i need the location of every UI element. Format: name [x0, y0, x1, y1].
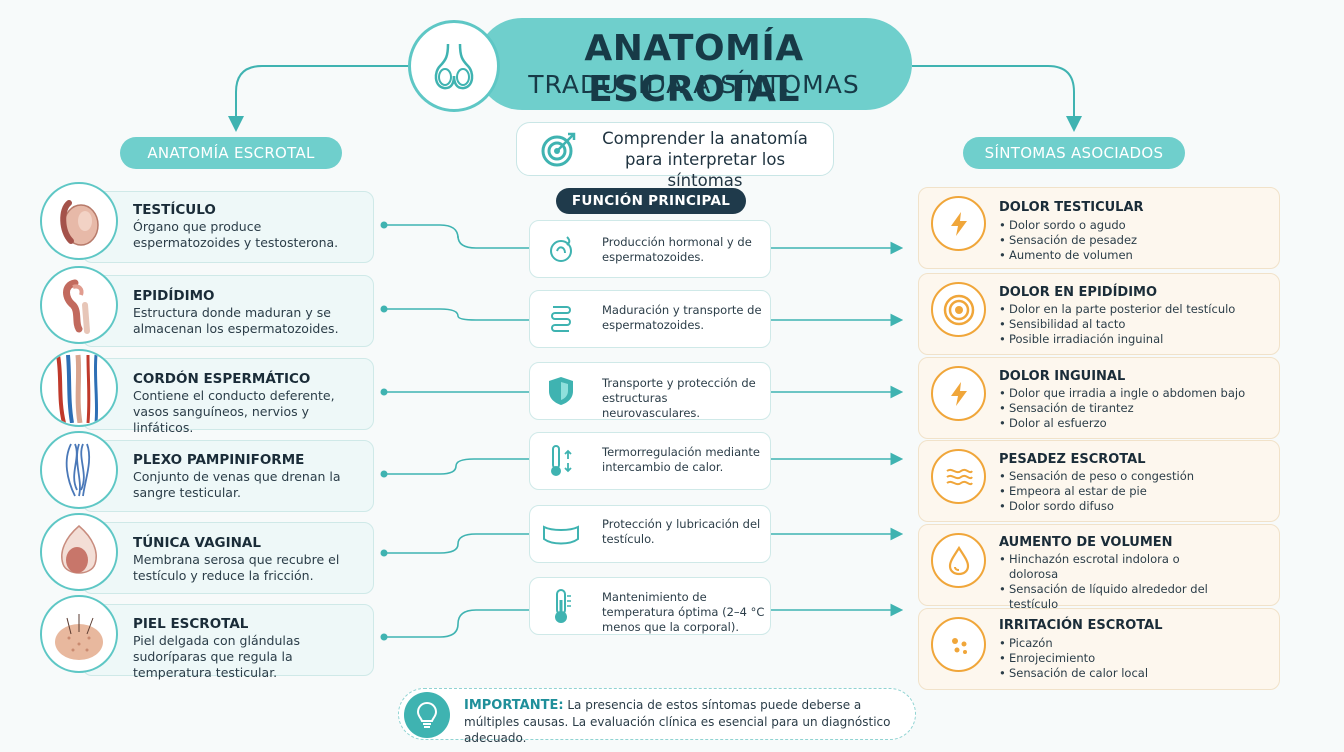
function-card — [529, 505, 771, 563]
function-text: Transporte y protección de estructuras n… — [602, 376, 756, 420]
tunica-vaginalis-illustration-icon — [40, 513, 118, 591]
symptom-item: Dolor sordo o agudo — [999, 218, 1274, 233]
anatomy-card — [82, 604, 374, 676]
spermatic-cord-illustration-icon — [40, 349, 118, 427]
symptom-item: Posible irradiación inguinal — [999, 332, 1274, 347]
symptom-list: Hinchazón escrotal indolora o dolorosa S… — [999, 552, 1229, 612]
symptom-item: Hinchazón escrotal indolora o dolorosa — [999, 552, 1229, 582]
epididymis-illustration-icon — [40, 266, 118, 344]
lightning-icon — [931, 196, 986, 251]
anatomy-description: Órgano que produce espermatozoides y tes… — [133, 219, 339, 250]
symptom-item: Picazón — [999, 636, 1274, 651]
symptom-item: Sensación de calor local — [999, 666, 1274, 681]
function-card — [529, 220, 771, 278]
symptom-title: PESADEZ ESCROTAL — [999, 452, 1146, 467]
important-note-body: La presencia de estos síntomas puede deb… — [464, 698, 891, 745]
anatomy-description: Membrana serosa que recubre el testículo… — [133, 552, 340, 583]
symptom-title: IRRITACIÓN ESCROTAL — [999, 618, 1163, 633]
symptom-item: Empeora al estar de pie — [999, 484, 1274, 499]
anatomy-card — [82, 522, 374, 594]
anatomy-card — [82, 358, 374, 430]
symptom-item: Sensación de líquido alrededor del testí… — [999, 582, 1229, 612]
important-note-label: IMPORTANTE: — [464, 698, 564, 713]
anatomy-description: Contiene el conducto deferente, vasos sa… — [133, 388, 335, 435]
anatomy-title: TESTÍCULO — [133, 202, 216, 218]
symptom-title: DOLOR TESTICULAR — [999, 200, 1144, 215]
page-subtitle: TRADUCIDA A SÍNTOMAS — [528, 70, 860, 99]
anatomy-title: EPIDÍDIMO — [133, 288, 215, 304]
thermometer-icon — [541, 586, 581, 626]
function-text: Producción hormonal y de espermatozoides… — [602, 235, 752, 264]
symptom-item: Enrojecimiento — [999, 651, 1274, 666]
right-section-label: SÍNTOMAS ASOCIADOS — [963, 137, 1185, 169]
symptom-item: Aumento de volumen — [999, 248, 1274, 263]
hormone-production-icon — [541, 229, 581, 269]
droplet-icon — [931, 533, 986, 588]
anatomy-description: Piel delgada con glándulas sudoríparas q… — [133, 633, 301, 680]
symptom-title: DOLOR EN EPIDÍDIMO — [999, 285, 1158, 300]
lightning-icon — [931, 366, 986, 421]
thermometer-exchange-icon — [541, 441, 581, 481]
important-note — [398, 688, 916, 740]
symptom-item: Dolor sordo difuso — [999, 499, 1274, 514]
function-text: Termorregulación mediante intercambio de… — [602, 445, 761, 474]
anatomy-description: Estructura donde maduran y se almacenan … — [133, 305, 339, 336]
symptom-list: Dolor sordo o agudo Sensación de pesadez… — [999, 218, 1274, 263]
middle-section-label: FUNCIÓN PRINCIPAL — [556, 188, 746, 214]
anatomy-card — [82, 440, 374, 512]
anatomy-logo-icon — [408, 20, 500, 112]
symptom-item: Dolor que irradia a ingle o abdomen bajo — [999, 386, 1274, 401]
symptom-title: AUMENTO DE VOLUMEN — [999, 535, 1173, 550]
scrotal-skin-illustration-icon — [40, 595, 118, 673]
important-note-text: IMPORTANTE: La presencia de estos síntom… — [464, 697, 908, 746]
dots-icon — [931, 617, 986, 672]
function-text: Protección y lubricación del testículo. — [602, 517, 761, 546]
symptom-list: Dolor en la parte posterior del testícul… — [999, 302, 1274, 347]
center-caption: Comprender la anatomía para interpretar … — [602, 129, 808, 190]
symptom-list: Dolor que irradia a ingle o abdomen bajo… — [999, 386, 1274, 431]
symptom-item: Sensación de pesadez — [999, 233, 1274, 248]
title-banner — [476, 18, 912, 110]
symptom-item: Dolor al esfuerzo — [999, 416, 1274, 431]
target-arrow-icon — [540, 130, 578, 168]
shield-icon — [541, 371, 581, 411]
symptom-item: Dolor en la parte posterior del testícul… — [999, 302, 1274, 317]
symptom-item: Sensación de tirantez — [999, 401, 1274, 416]
anatomy-title: CORDÓN ESPERMÁTICO — [133, 371, 311, 387]
venous-plexus-illustration-icon — [40, 431, 118, 509]
anatomy-card — [82, 275, 374, 347]
center-caption-box — [516, 122, 834, 176]
symptom-item: Sensibilidad al tacto — [999, 317, 1274, 332]
left-section-label: ANATOMÍA ESCROTAL — [120, 137, 342, 169]
waves-icon — [931, 449, 986, 504]
intestine-coil-icon — [541, 299, 581, 339]
function-text: Mantenimiento de temperatura óptima (2–4… — [602, 590, 765, 634]
target-icon — [931, 282, 986, 337]
anatomy-card — [82, 191, 374, 263]
function-card — [529, 432, 771, 490]
page-title: ANATOMÍA ESCROTAL — [584, 28, 804, 110]
function-text: Maduración y transporte de espermatozoid… — [602, 303, 762, 332]
membrane-pouch-icon — [541, 514, 581, 554]
anatomy-title: PLEXO PAMPINIFORME — [133, 452, 305, 468]
symptom-list: Sensación de peso o congestión Empeora a… — [999, 469, 1274, 514]
anatomy-description: Conjunto de venas que drenan la sangre t… — [133, 469, 341, 500]
symptom-list: Picazón Enrojecimiento Sensación de calo… — [999, 636, 1274, 681]
lightbulb-icon — [404, 692, 450, 738]
symptom-item: Sensación de peso o congestión — [999, 469, 1274, 484]
testicle-illustration-icon — [40, 182, 118, 260]
symptom-title: DOLOR INGUINAL — [999, 369, 1126, 384]
anatomy-title: PIEL ESCROTAL — [133, 616, 249, 632]
anatomy-title: TÚNICA VAGINAL — [133, 535, 261, 551]
